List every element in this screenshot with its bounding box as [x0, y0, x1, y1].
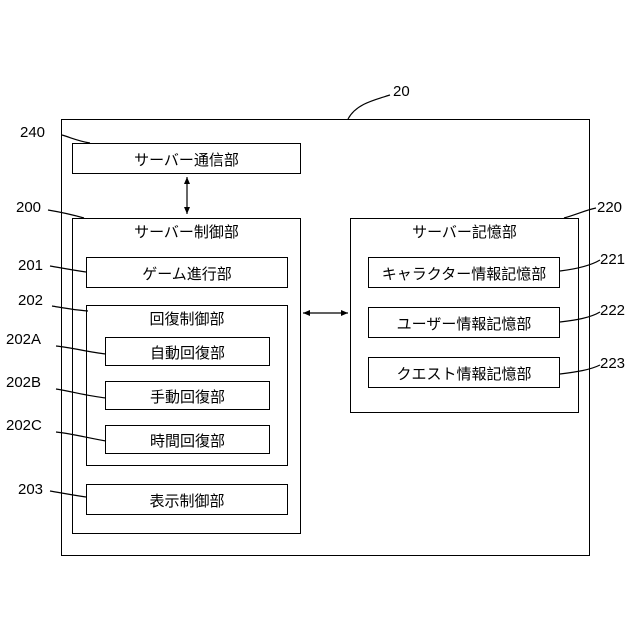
game-progress-box: ゲーム進行部 [86, 257, 288, 288]
manual-recovery-box: 手動回復部 [105, 381, 270, 410]
user-info-ref: 222 [600, 302, 625, 319]
game-progress-label: ゲーム進行部 [87, 263, 287, 284]
quest-info-ref: 223 [600, 355, 625, 372]
control-unit-ref: 200 [16, 199, 41, 216]
auto-recovery-ref: 202A [6, 331, 41, 348]
manual-recovery-ref: 202B [6, 374, 41, 391]
time-recovery-ref: 202C [6, 417, 42, 434]
quest-info-label: クエスト情報記憶部 [369, 363, 559, 384]
character-info-ref: 221 [600, 251, 625, 268]
leader-20 [348, 95, 390, 119]
control-unit-label: サーバー制御部 [73, 221, 300, 242]
character-info-label: キャラクター情報記憶部 [369, 263, 559, 284]
storage-unit-ref: 220 [597, 199, 622, 216]
comm-unit-ref: 240 [20, 124, 45, 141]
user-info-label: ユーザー情報記憶部 [369, 313, 559, 334]
storage-unit-label: サーバー記憶部 [351, 221, 578, 242]
time-recovery-label: 時間回復部 [106, 430, 269, 451]
display-control-ref: 203 [18, 481, 43, 498]
game-progress-ref: 201 [18, 257, 43, 274]
quest-info-box: クエスト情報記憶部 [368, 357, 560, 388]
character-info-box: キャラクター情報記憶部 [368, 257, 560, 288]
display-control-label: 表示制御部 [87, 490, 287, 511]
user-info-box: ユーザー情報記憶部 [368, 307, 560, 338]
display-control-box: 表示制御部 [86, 484, 288, 515]
manual-recovery-label: 手動回復部 [106, 386, 269, 407]
comm-unit-box: サーバー通信部 [72, 143, 301, 174]
recovery-control-ref: 202 [18, 292, 43, 309]
recovery-control-label: 回復制御部 [87, 308, 287, 329]
auto-recovery-box: 自動回復部 [105, 337, 270, 366]
time-recovery-box: 時間回復部 [105, 425, 270, 454]
comm-unit-label: サーバー通信部 [73, 149, 300, 170]
server-ref: 20 [393, 83, 410, 100]
auto-recovery-label: 自動回復部 [106, 342, 269, 363]
